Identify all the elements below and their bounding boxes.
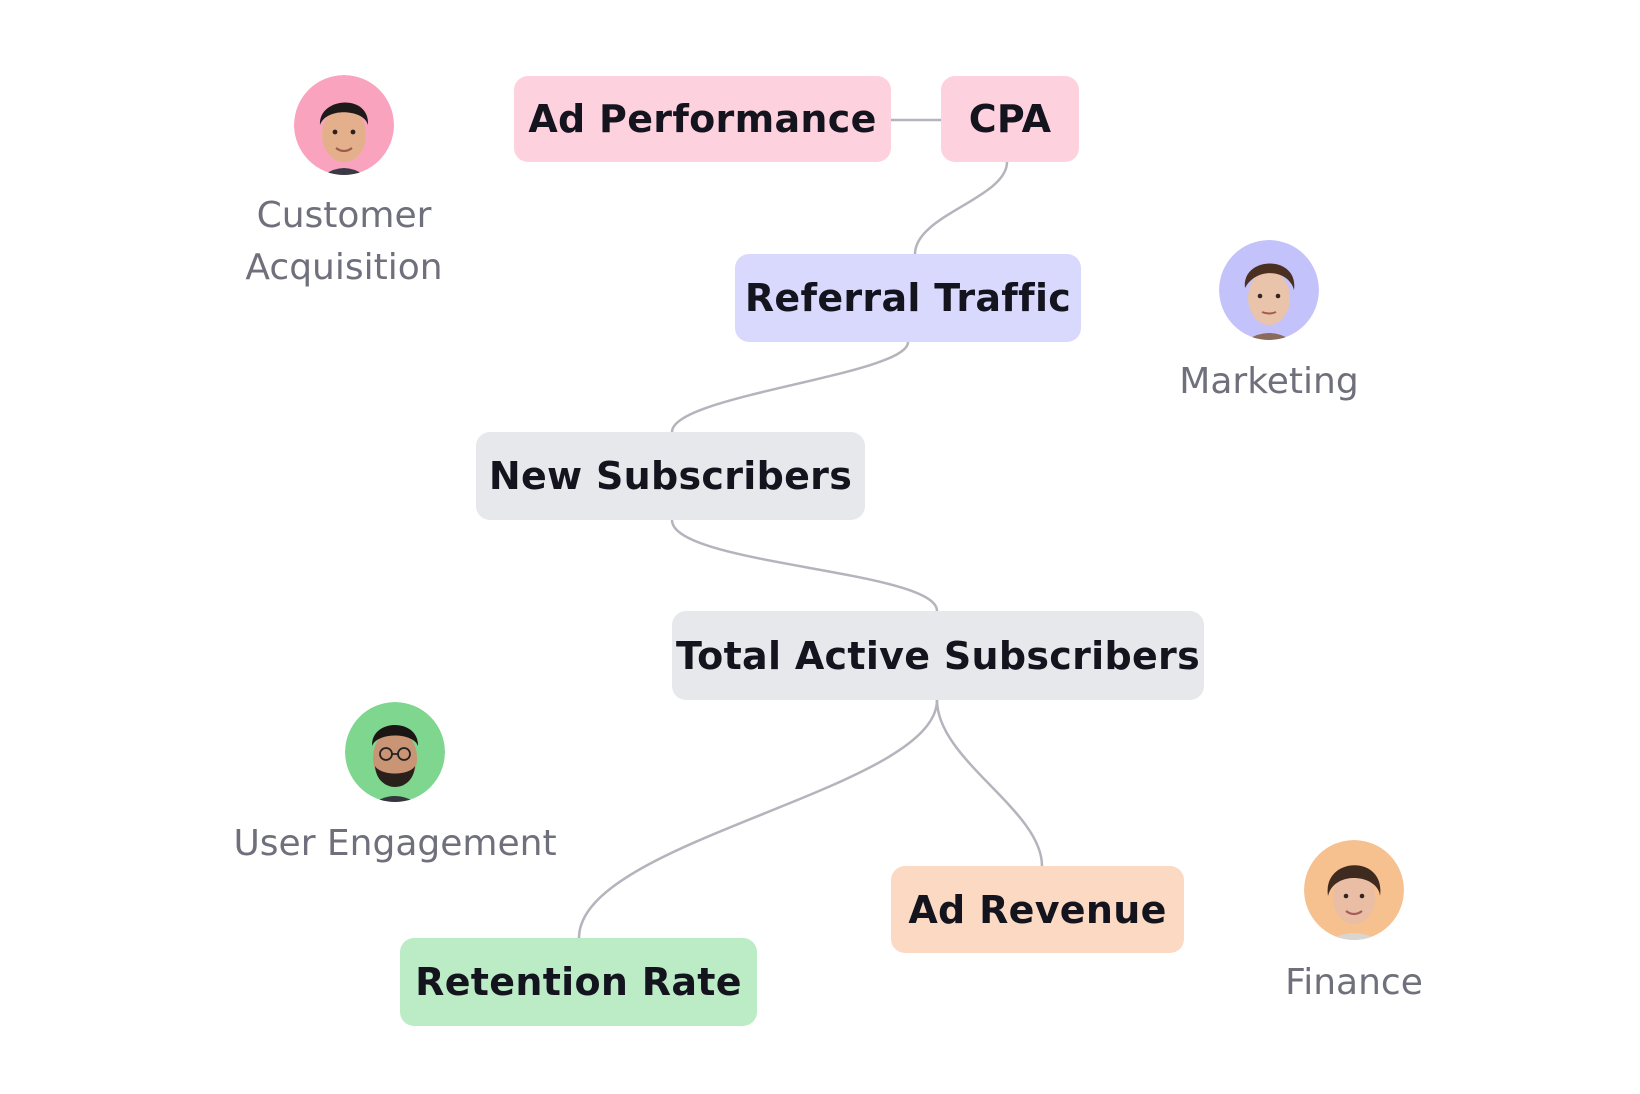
persona-label-marketing: Marketing bbox=[1179, 361, 1359, 402]
persona-label-finance: Finance bbox=[1285, 962, 1423, 1003]
edge-total-adrevenue bbox=[935, 699, 1044, 867]
avatar-icon bbox=[1219, 240, 1319, 340]
node-new-subscribers[interactable]: New Subscribers bbox=[476, 432, 865, 520]
avatar-icon bbox=[1304, 840, 1404, 940]
node-ad-revenue[interactable]: Ad Revenue bbox=[891, 866, 1184, 953]
node-ad-performance[interactable]: Ad Performance bbox=[514, 76, 891, 162]
persona-label-customer-acquisition: Customer Acquisition bbox=[245, 195, 443, 288]
avatar-icon bbox=[294, 75, 394, 175]
edge-newsubs-total bbox=[670, 519, 939, 612]
avatar-icon bbox=[345, 702, 445, 802]
persona-label-user-engagement: User Engagement bbox=[233, 823, 557, 864]
node-cpa[interactable]: CPA bbox=[941, 76, 1079, 162]
edge-total-retention bbox=[577, 699, 939, 939]
edge-referral-newsubs bbox=[670, 341, 910, 433]
node-referral-traffic[interactable]: Referral Traffic bbox=[735, 254, 1081, 342]
node-total-active-subscribers[interactable]: Total Active Subscribers bbox=[672, 611, 1204, 700]
edge-cpa-referral bbox=[913, 161, 1009, 255]
node-retention-rate[interactable]: Retention Rate bbox=[400, 938, 757, 1026]
